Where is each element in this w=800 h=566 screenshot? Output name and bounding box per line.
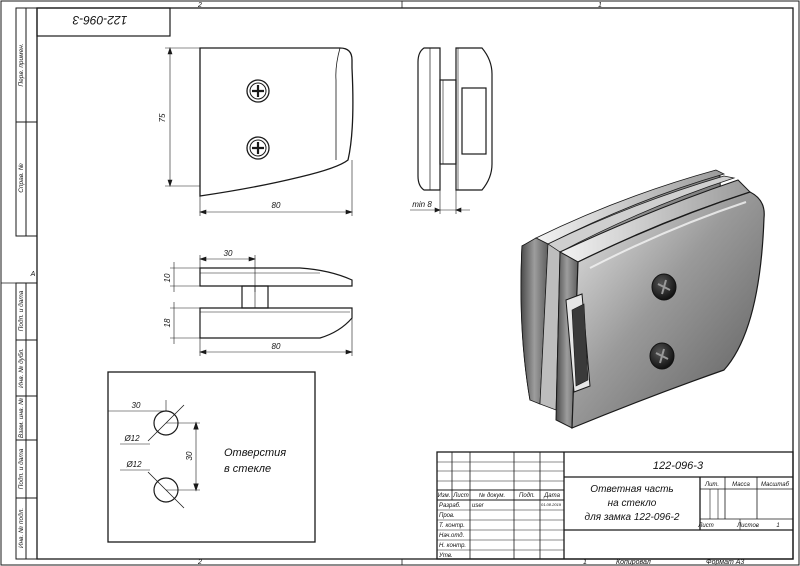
corner-code-box bbox=[36, 7, 171, 37]
side-field-label: Справ. № bbox=[18, 163, 25, 193]
title-col-header: Дата bbox=[543, 493, 560, 499]
section-view bbox=[199, 267, 353, 339]
screw-icon bbox=[651, 273, 677, 301]
lock-counterpart-render bbox=[520, 169, 765, 429]
screw-icon bbox=[246, 79, 270, 103]
title-row-label: Н. контр. bbox=[439, 543, 466, 549]
dimension-lines bbox=[410, 190, 470, 214]
title-col-header: № докум. bbox=[479, 492, 505, 499]
title-mass: Масса bbox=[732, 482, 750, 488]
title-row-label: Т. контр. bbox=[439, 523, 465, 529]
dimension-label: 30 bbox=[224, 249, 233, 258]
hole-marks bbox=[108, 400, 200, 509]
side-field-label: Подп. и дата bbox=[17, 290, 25, 331]
zone-mark: A bbox=[30, 271, 36, 278]
dimension-label: 30 bbox=[132, 401, 141, 410]
side-field-label: Перв. примен. bbox=[18, 43, 25, 86]
side-field-label: Инв. № подл. bbox=[17, 508, 25, 549]
title-sheet: Лист bbox=[697, 523, 713, 529]
dimension-label: 30 bbox=[185, 451, 194, 460]
title-row-label: Разраб. bbox=[439, 503, 461, 509]
title-developer: user bbox=[472, 503, 485, 509]
dimension-label: 18 bbox=[163, 318, 172, 327]
screw-icon bbox=[246, 136, 270, 160]
front-view bbox=[199, 47, 354, 197]
side-strip bbox=[15, 7, 38, 560]
title-row-label: Пров. bbox=[439, 513, 455, 519]
dimension-label: 75 bbox=[158, 113, 167, 122]
title-date: 01.08.2019 bbox=[541, 502, 562, 507]
title-name: на стекло bbox=[608, 498, 657, 509]
corner-code: 122-096-3 bbox=[72, 13, 127, 27]
side-field-label: Инв. № дубл. bbox=[17, 348, 25, 388]
title-lit: Лит. bbox=[704, 482, 719, 488]
dimension-label: min 8 bbox=[412, 200, 432, 209]
holes-note: в стекле bbox=[224, 463, 271, 475]
glass-panel bbox=[107, 371, 316, 543]
holes-note: Отверстия bbox=[224, 447, 286, 459]
dimension-label: 80 bbox=[272, 201, 281, 210]
title-name: Ответная часть bbox=[590, 484, 673, 495]
title-row-label: Утв. bbox=[438, 553, 453, 559]
title-designation: 122-096-3 bbox=[653, 460, 704, 472]
zone-mark: 2 bbox=[197, 559, 202, 566]
title-sheets: Листов bbox=[736, 523, 759, 529]
dimension-label: 80 bbox=[272, 342, 281, 351]
dimension-lines bbox=[170, 255, 353, 356]
dimension-lines bbox=[165, 47, 353, 216]
zone-mark: 2 bbox=[197, 2, 202, 9]
title-col-header: Лист bbox=[452, 493, 468, 499]
dimension-label: Ø12 bbox=[125, 460, 142, 469]
title-name: для замка 122-096-2 bbox=[585, 512, 680, 523]
title-scale: Масштаб bbox=[761, 482, 790, 488]
title-col-header: Подп. bbox=[519, 493, 535, 499]
side-field-label: Взам. инв. № bbox=[18, 398, 25, 438]
title-format: Формат А3 bbox=[706, 559, 744, 566]
side-view bbox=[417, 47, 493, 191]
screw-icon bbox=[649, 342, 675, 370]
title-copied: Копировал bbox=[616, 559, 651, 566]
dimension-label: Ø12 bbox=[123, 434, 140, 443]
dimension-label: 10 bbox=[163, 273, 172, 282]
zone-mark: 1 bbox=[598, 2, 602, 9]
side-field-label: Подп. и дата bbox=[17, 448, 25, 489]
title-sheets-value: 1 bbox=[776, 523, 779, 529]
title-col-header: Изм. bbox=[438, 493, 451, 499]
title-block bbox=[436, 451, 794, 560]
zone-mark: 1 bbox=[583, 559, 587, 566]
title-row-label: Нач.отд. bbox=[439, 533, 464, 539]
